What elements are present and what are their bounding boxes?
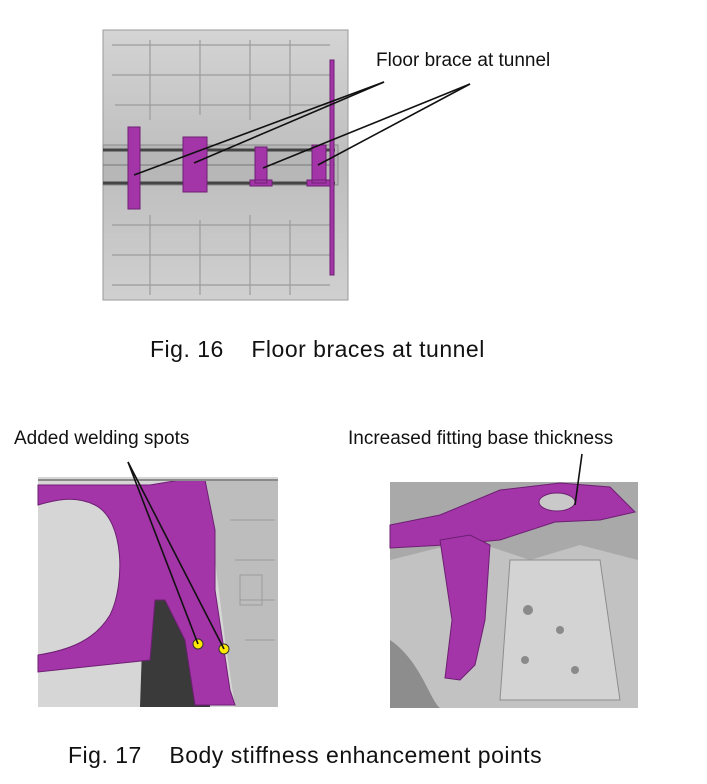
floor-brace-edge [329,59,335,276]
fig16-caption: Fig. 16 Floor braces at tunnel [150,336,485,362]
fig17-caption: Fig. 17 Body stiffness enhancement point… [68,742,543,768]
fig16-leader-lines [133,81,471,176]
b-pillar-highlight [37,479,236,706]
fig17-right-leader-lines [574,453,583,506]
floor-brace-highlights [127,59,335,276]
fitting-leg-highlight [439,534,491,681]
fig17-left-leader-lines [127,461,225,650]
fig16-callout-label: Floor brace at tunnel [376,50,551,71]
floor-brace-2 [182,136,208,193]
figure-17-right-illustration [389,482,638,708]
figure-17-left-illustration [37,477,278,707]
floor-brace-1 [127,126,141,210]
floor-brace-3 [249,146,273,187]
fig17-left-callout-label: Added welding spots [14,428,190,449]
fig17-right-callout-label: Increased fitting base thickness [348,428,614,449]
